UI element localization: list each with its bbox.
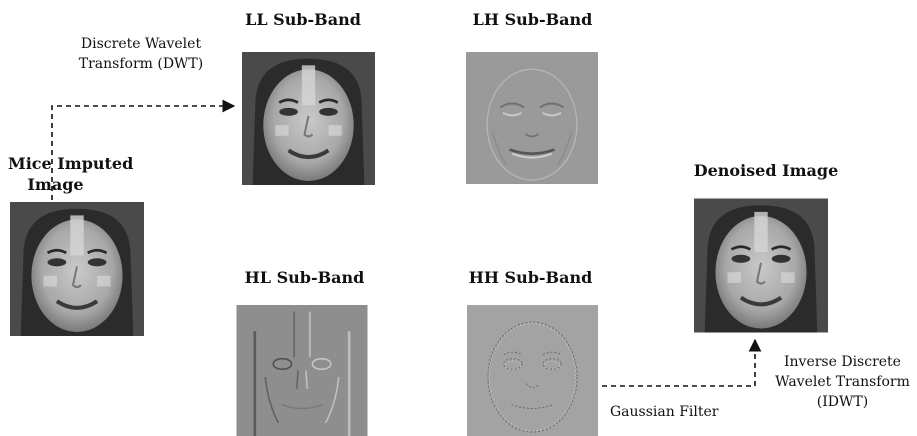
hl-label: HL Sub-Band [232, 268, 377, 287]
dwt-label: Discrete Wavelet Transform (DWT) [66, 34, 216, 74]
idwt-label-line1: Inverse Discrete [770, 352, 915, 372]
lh-image [466, 52, 598, 184]
hh-label: HH Sub-Band [458, 268, 603, 287]
output-image [694, 198, 828, 333]
input-label-line2: Image [8, 174, 103, 195]
input-label-line1: Mice Imputed [8, 153, 103, 174]
gaussian-filter-label: Gaussian Filter [610, 402, 740, 422]
input-image-label: Mice Imputed Image [8, 153, 103, 195]
lh-label: LH Sub-Band [460, 10, 605, 29]
ll-label: LL Sub-Band [238, 10, 368, 29]
hh-image [466, 305, 599, 436]
dwt-label-line2: Transform (DWT) [66, 54, 216, 74]
input-image [10, 202, 144, 336]
dwt-label-line1: Discrete Wavelet [66, 34, 216, 54]
ll-image [240, 52, 377, 185]
idwt-label-line3: (IDWT) [770, 392, 915, 412]
idwt-label-line2: Wavelet Transform [770, 372, 915, 392]
idwt-arrow [602, 340, 755, 386]
hl-image [234, 305, 370, 436]
idwt-label: Inverse Discrete Wavelet Transform (IDWT… [770, 352, 915, 412]
output-label: Denoised Image [686, 161, 846, 180]
